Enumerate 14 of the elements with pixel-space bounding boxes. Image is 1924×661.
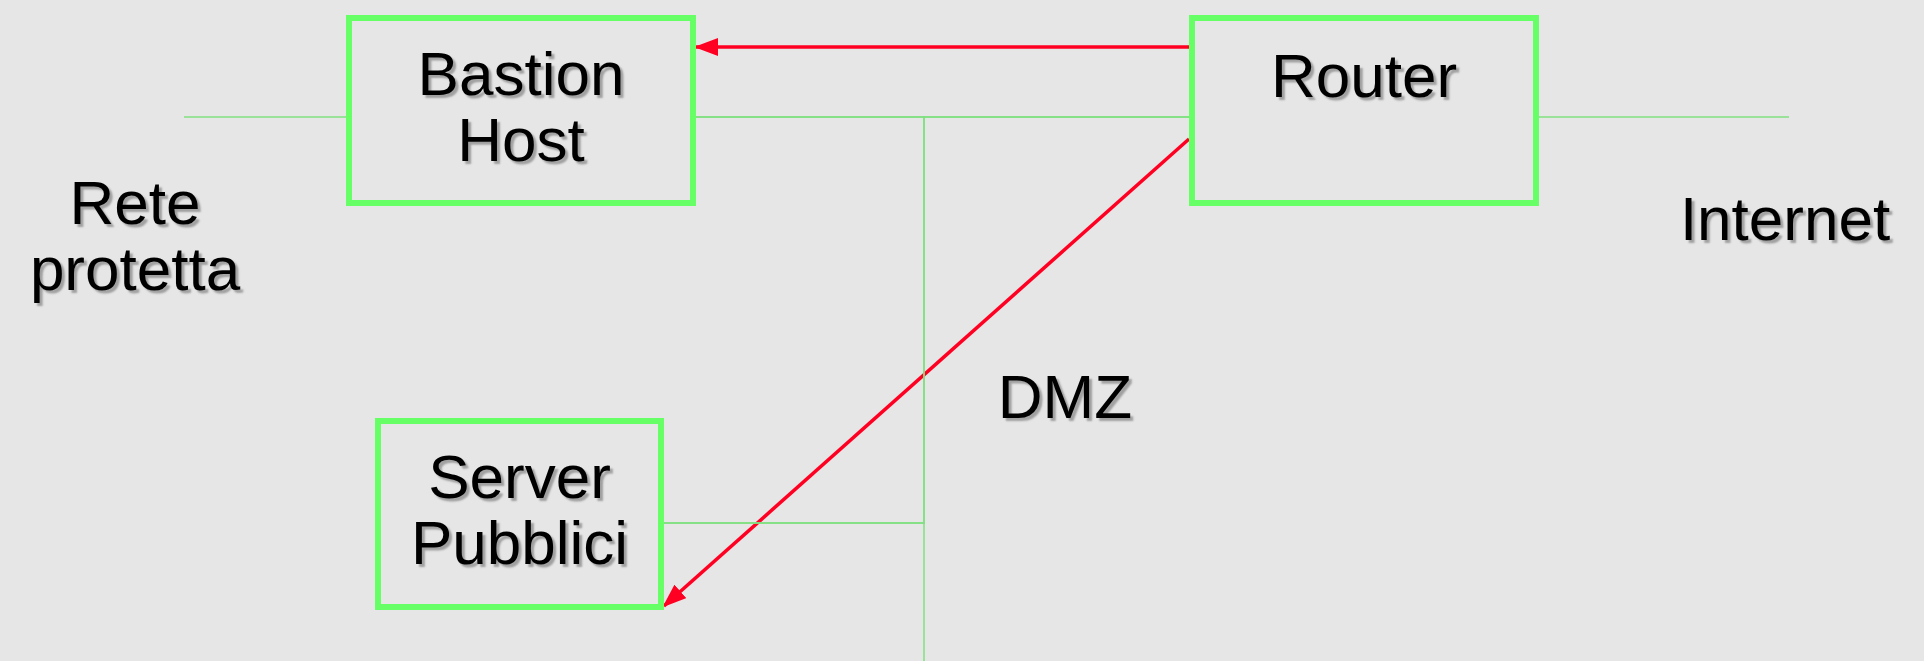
device-label: Server Pubblici <box>409 444 630 576</box>
network-line <box>663 116 1190 524</box>
network-label: Rete protetta <box>28 170 242 302</box>
network-label: Internet <box>1678 186 1892 252</box>
network-device-box <box>375 418 664 610</box>
network-line <box>183 116 347 118</box>
zone-label: DMZ <box>996 364 1134 430</box>
arrow <box>662 137 1191 608</box>
network-line <box>1538 116 1790 118</box>
network-device-box <box>1189 15 1539 206</box>
network-device-box <box>346 15 696 206</box>
device-label: Bastion Host <box>416 41 626 173</box>
device-label: Router <box>1270 43 1458 109</box>
arrow <box>694 38 1189 56</box>
